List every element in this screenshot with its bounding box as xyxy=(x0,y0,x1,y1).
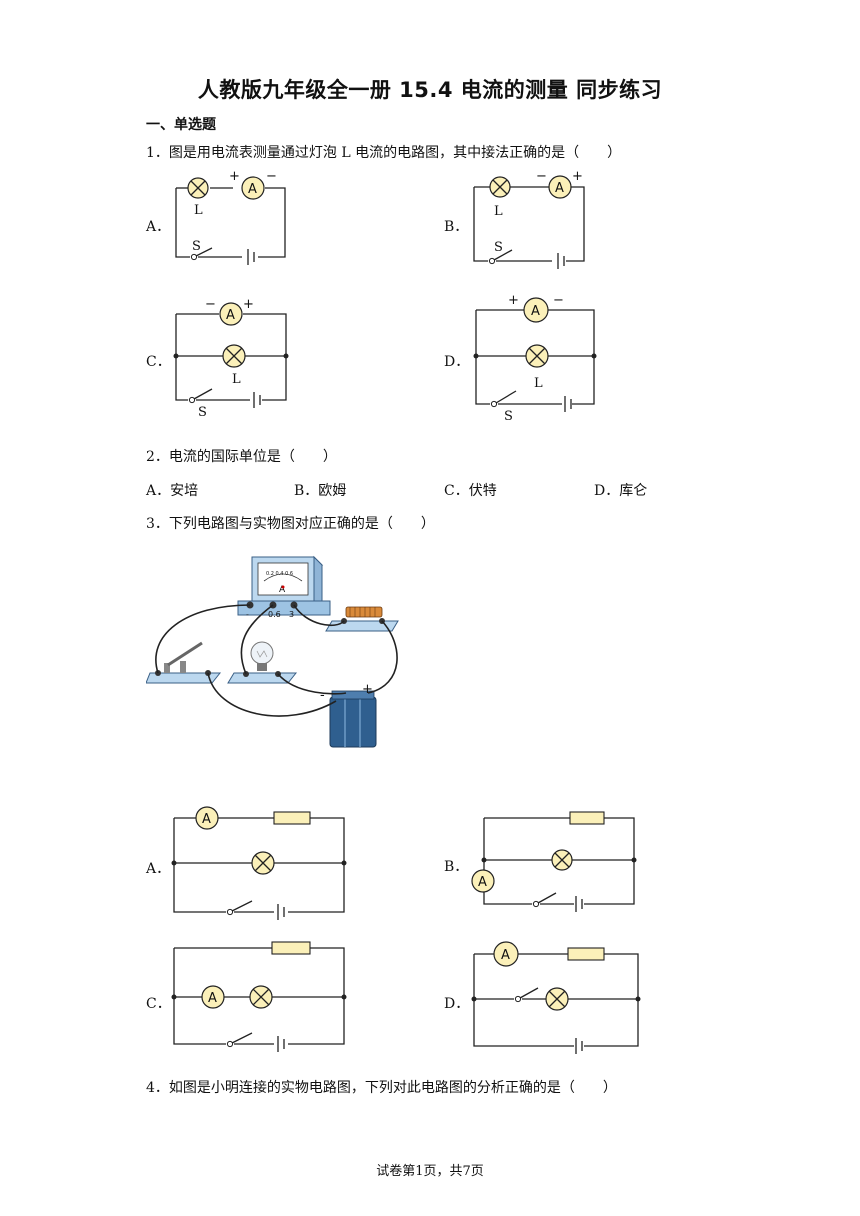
battery-icon xyxy=(557,253,565,269)
q1-circuit-c: A − + L S xyxy=(173,297,289,420)
ammeter-label: A xyxy=(248,182,257,197)
q1-option-c-label[interactable]: C． xyxy=(146,354,171,370)
lamp-label: L xyxy=(534,376,543,391)
q3-circuit-a: A xyxy=(171,806,347,920)
ammeter-icon xyxy=(548,175,572,199)
minus-sign: − xyxy=(266,169,277,184)
meter-terminal-3: 3 xyxy=(289,610,294,619)
switch-icon xyxy=(514,995,522,1003)
switch-icon xyxy=(188,396,196,404)
switch-icon xyxy=(532,900,540,908)
q3-option-c-label[interactable]: C． xyxy=(146,996,171,1012)
battery-icon xyxy=(277,1036,285,1052)
q2-option-a[interactable]: A．安培 xyxy=(146,483,199,499)
resistor-icon xyxy=(273,811,311,825)
ammeter-icon xyxy=(219,302,243,326)
battery-plus: + xyxy=(362,682,373,697)
question-1-text: 1．图是用电流表测量通过灯泡 L 电流的电路图，其中接法正确的是（ ） xyxy=(146,145,622,161)
battery-device xyxy=(329,696,377,748)
battery-icon xyxy=(253,392,261,408)
question-4-text: 4．如图是小明连接的实物电路图，下列对此电路图的分析正确的是（ ） xyxy=(146,1080,617,1096)
q3-option-b-label[interactable]: B． xyxy=(444,859,469,875)
plus-sign: + xyxy=(229,169,240,184)
ammeter-icon xyxy=(523,297,549,323)
switch-label: S xyxy=(494,240,503,255)
switch-icon xyxy=(190,253,198,261)
q3-physical-circuit: 0.2 0.4 0.6 A - 0.6 3 - + xyxy=(146,555,399,748)
meter-minus: - xyxy=(246,610,249,619)
q3-option-a-label[interactable]: A． xyxy=(146,861,171,877)
switch-icon xyxy=(488,257,496,265)
battery-icon xyxy=(564,396,572,412)
ammeter-label: A xyxy=(226,308,235,323)
battery-icon xyxy=(575,1038,583,1054)
meter-scale: 0.2 0.4 0.6 xyxy=(266,571,293,577)
plus-sign: + xyxy=(508,293,519,308)
resistor-icon xyxy=(569,811,605,825)
q2-option-b[interactable]: B．欧姆 xyxy=(294,483,347,499)
ammeter-label: A xyxy=(531,304,540,319)
page-title: 人教版九年级全一册 15.4 电流的测量 同步练习 xyxy=(197,78,663,102)
meter-unit: A xyxy=(279,585,286,595)
ammeter-label: A xyxy=(202,812,211,827)
ammeter-icon xyxy=(493,941,519,967)
lamp-label: L xyxy=(194,203,203,218)
ammeter-icon xyxy=(195,806,219,830)
question-3-text: 3．下列电路图与实物图对应正确的是（ ） xyxy=(146,516,435,532)
minus-sign: − xyxy=(205,297,216,312)
plus-sign: + xyxy=(243,297,254,312)
switch-icon xyxy=(490,400,498,408)
ammeter-label: A xyxy=(501,948,510,963)
ammeter-label: A xyxy=(478,875,487,890)
minus-sign: − xyxy=(536,169,547,184)
lamp-label: L xyxy=(232,372,241,387)
meter-terminal-06: 0.6 xyxy=(268,610,281,619)
battery-minus: - xyxy=(320,688,325,703)
battery-icon xyxy=(277,904,285,920)
switch-icon xyxy=(226,1040,234,1048)
q3-circuit-b: A xyxy=(471,811,637,912)
question-2-text: 2．电流的国际单位是（ ） xyxy=(146,449,337,465)
q1-circuit-a: A + − L S xyxy=(175,169,286,265)
ammeter-label: A xyxy=(208,991,217,1006)
page-footer: 试卷第1页，共7页 xyxy=(376,1164,484,1179)
ammeter-icon xyxy=(241,176,265,200)
q1-option-b-label[interactable]: B． xyxy=(444,219,469,235)
ammeter-icon xyxy=(471,869,495,893)
minus-sign: − xyxy=(553,293,564,308)
resistor-device xyxy=(345,606,383,618)
plus-sign: + xyxy=(572,169,583,184)
switch-icon xyxy=(226,908,234,916)
ammeter-label: A xyxy=(555,181,564,196)
q2-option-c[interactable]: C．伏特 xyxy=(444,483,497,499)
q1-circuit-b: A − + L S xyxy=(473,169,585,269)
switch-label: S xyxy=(198,405,207,420)
battery-icon xyxy=(575,896,583,912)
lamp-label: L xyxy=(494,204,503,219)
ammeter-icon xyxy=(201,985,225,1009)
switch-label: S xyxy=(192,239,201,254)
section-heading: 一、单选题 xyxy=(146,117,216,133)
switch-label: S xyxy=(504,409,513,422)
q1-option-d-label[interactable]: D． xyxy=(444,354,470,370)
q1-option-a-label[interactable]: A． xyxy=(146,219,171,235)
q3-option-d-label[interactable]: D． xyxy=(444,996,470,1012)
q3-circuit-d: A xyxy=(471,941,641,1054)
q3-circuit-c: A xyxy=(171,941,347,1052)
resistor-icon xyxy=(271,941,311,955)
q1-circuit-d: A + − L S xyxy=(473,293,597,422)
resistor-icon xyxy=(567,947,605,961)
q2-option-d[interactable]: D．库仑 xyxy=(594,483,648,499)
battery-icon xyxy=(247,249,255,265)
